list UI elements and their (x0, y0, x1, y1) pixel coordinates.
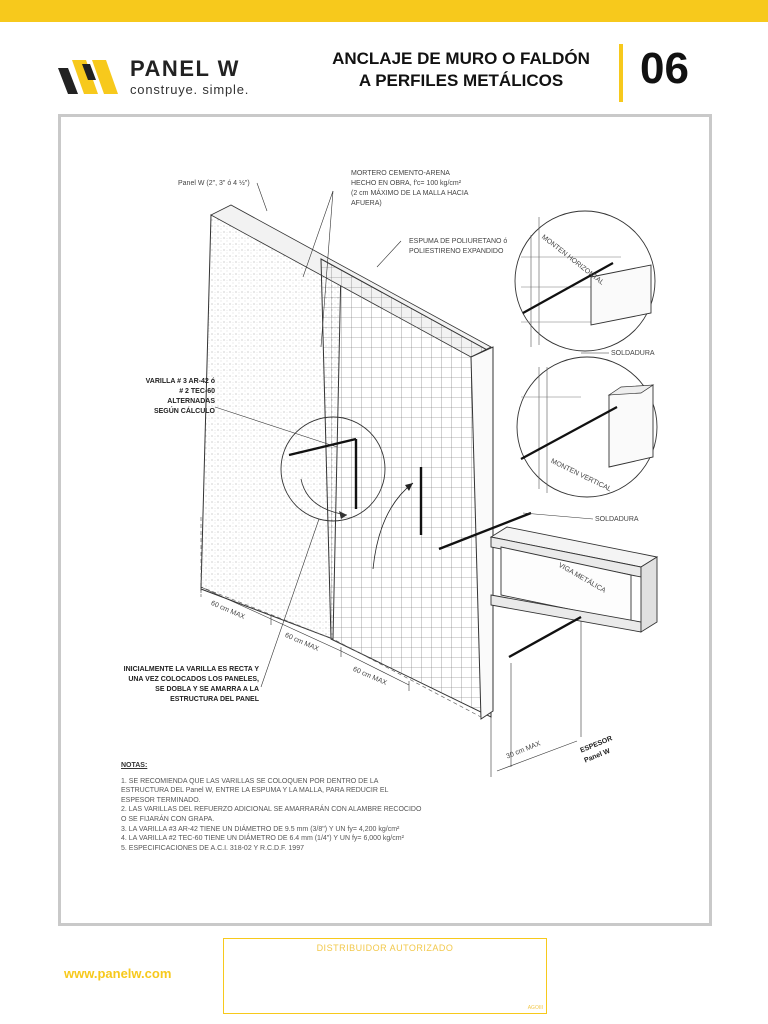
label-mortero-1: MORTERO CEMENTO-ARENA (351, 170, 450, 177)
label-espuma-1: ESPUMA DE POLIURETANO ó (409, 238, 508, 245)
note-line: 5. ESPECIFICACIONES DE A.C.I. 318-02 Y R… (121, 844, 304, 852)
panel-wire-mesh (320, 258, 492, 718)
note-line: 4. LA VARILLA #2 TEC-60 TIENE UN DIÁMETR… (121, 835, 404, 843)
dimension-lines (200, 583, 582, 777)
sheet-number: 06 (640, 44, 689, 93)
page-title: ANCLAJE DE MURO O FALDÓN A PERFILES METÁ… (318, 48, 604, 92)
panel-mortar-face (200, 214, 342, 640)
label-varilla-3: ALTERNADAS (167, 398, 215, 405)
technical-drawing (200, 182, 659, 777)
distributor-code: AGOIII (527, 1005, 543, 1011)
label-inicial-3: SE DOBLA Y SE AMARRA A LA (155, 686, 259, 693)
notes-block: NOTAS: 1. SE RECOMIENDA QUE LAS VARILLAS… (121, 761, 451, 853)
bend-arrow (372, 482, 414, 570)
label-varilla-4: SEGÚN CÁLCULO (153, 408, 215, 415)
label-varilla-2: # 2 TEC-60 (179, 388, 215, 395)
note-line: ESPESOR TERMINADO. (121, 796, 201, 804)
brand-tagline: construye. simple. (130, 82, 250, 97)
website-link[interactable]: www.panelw.com (64, 966, 172, 981)
detail-circle (280, 416, 386, 522)
label-soldadura-2: SOLDADURA (595, 516, 639, 523)
title-line-2: A PERFILES METÁLICOS (358, 71, 564, 90)
logo-mark-icon (58, 60, 118, 94)
label-mortero-3: (2 cm MÁXIMO DE LA MALLA HACIA (351, 190, 469, 197)
note-line: 1. SE RECOMIENDA QUE LAS VARILLAS SE COL… (121, 777, 379, 785)
steel-beam (489, 526, 659, 633)
label-mortero-2: HECHO EN OBRA, f'c= 100 kg/cm² (351, 180, 462, 187)
note-line: ESTRUCTURA DEL Panel W, ENTRE LA ESPUMA … (121, 787, 389, 795)
panel-w-logo: PANEL W construye. simple. (58, 56, 258, 100)
detail-monten-vertical (516, 356, 658, 498)
rebar-anchors (288, 437, 582, 659)
note-line: 3. LA VARILLA #3 AR-42 TIENE UN DIÁMETRO… (121, 825, 400, 833)
detail-monten-horizontal (514, 210, 656, 352)
label-mortero-4: AFUERA) (351, 200, 382, 207)
distributor-box: DISTRIBUIDOR AUTORIZADO AGOIII (223, 938, 547, 1014)
notes-heading: NOTAS: (121, 762, 148, 769)
label-soldadura-1: SOLDADURA (611, 350, 655, 357)
top-accent-bar (0, 0, 768, 22)
note-line: 2. LAS VARILLAS DEL REFUERZO ADICIONAL S… (121, 806, 422, 814)
label-inicial-1: INICIALMENTE LA VARILLA ES RECTA Y (123, 666, 259, 673)
distributor-label: DISTRIBUIDOR AUTORIZADO (316, 943, 454, 953)
label-inicial-2: UNA VEZ COLOCADOS LOS PANELES, (128, 676, 259, 683)
note-line: O SE FIJARÁN CON GRAPA. (121, 815, 215, 823)
label-inicial-4: ESTRUCTURA DEL PANEL (170, 696, 259, 703)
leader-lines (214, 182, 609, 688)
brand-name: PANEL W (130, 56, 240, 81)
label-espuma-2: POLIESTIRENO EXPANDIDO (409, 248, 504, 255)
label-varilla-1: VARILLA # 3 AR-42 ó (145, 378, 215, 385)
title-line-1: ANCLAJE DE MURO O FALDÓN (332, 49, 590, 68)
label-panel-w: Panel W (2", 3" ó 4 ½") (178, 180, 250, 187)
drawing-frame: Panel W (2", 3" ó 4 ½") MORTERO CEMENTO-… (58, 114, 712, 926)
title-separator (619, 44, 623, 102)
